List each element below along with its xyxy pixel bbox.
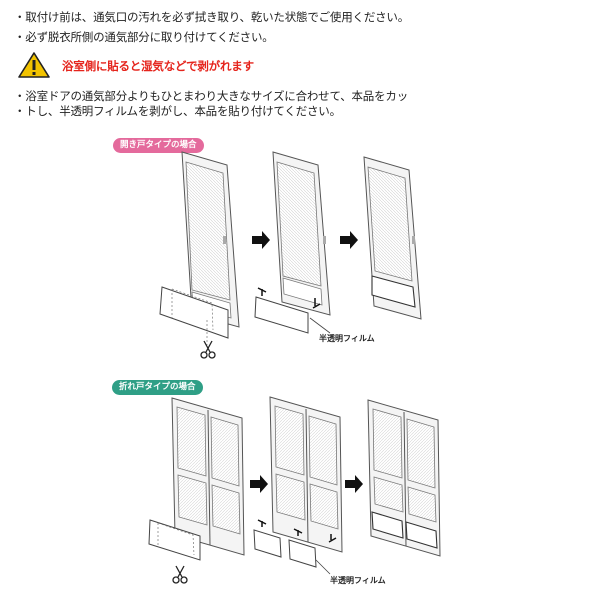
hinged-door-badge: 開き戸タイプの場合 <box>113 138 204 153</box>
hinged-door-step2 <box>254 151 331 334</box>
instruction-line-4: ・トし、半透明フィルムを剥がし、本品を貼り付けてください。 <box>14 104 341 118</box>
folding-door-step3 <box>367 399 441 557</box>
folding-door-step1 <box>148 397 245 561</box>
film-label-folding: 半透明フィルム <box>330 576 386 585</box>
warning-text: 浴室側に貼ると湿気などで剥がれます <box>62 59 254 73</box>
film-label-hinged: 半透明フィルム <box>319 334 375 343</box>
arrow-right-icon <box>252 231 270 249</box>
scissors-icon <box>172 565 188 584</box>
instruction-line-1: ・取付け前は、通気口の汚れを必ず拭き取り、乾いた状態でご使用ください。 <box>14 10 410 24</box>
warning-icon <box>18 52 50 78</box>
arrow-right-icon <box>340 231 358 249</box>
hinged-door-step1 <box>159 151 240 345</box>
arrow-right-icon <box>345 475 363 493</box>
scissors-icon <box>200 340 216 359</box>
arrow-right-icon <box>250 475 268 493</box>
folding-door-badge: 折れ戸タイプの場合 <box>112 380 203 395</box>
hinged-door-step3 <box>363 156 422 320</box>
instruction-line-2: ・必ず脱衣所側の通気部分に取り付けてください。 <box>14 30 274 44</box>
instruction-line-3: ・浴室ドアの通気部分よりもひとまわり大きなサイズに合わせて、本品をカッ <box>14 89 409 103</box>
folding-door-step2 <box>253 396 343 575</box>
